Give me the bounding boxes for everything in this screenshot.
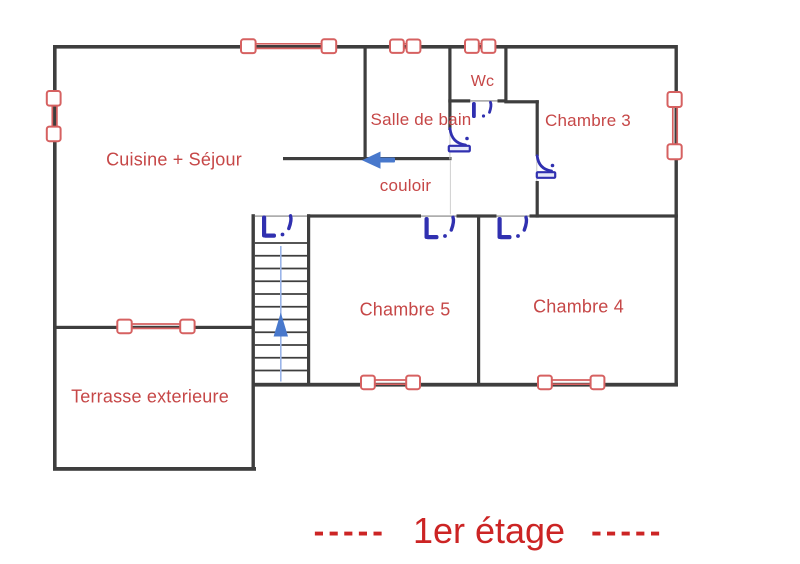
caption-dashes-right: ----- — [591, 513, 665, 549]
window-terrasse-icon — [116, 318, 196, 335]
door-chambre3-icon — [535, 154, 557, 179]
wall-cuisine-terrasse — [53, 325, 255, 329]
window-wc-top-icon — [464, 38, 497, 54]
wall-wc-bottom-right — [497, 99, 508, 103]
door-stairs-icon — [262, 214, 293, 238]
wall-corridor-b — [456, 214, 497, 218]
door-chambre4-icon — [497, 215, 529, 240]
floor-caption: ----- 1er étage ----- — [314, 513, 665, 549]
wall-chambre5-chambre4-divider — [477, 215, 481, 385]
threshold-stairs — [254, 215, 307, 217]
wall-chambers-bottom — [251, 382, 678, 387]
wall-corridor-a — [307, 214, 421, 218]
room-label-salle-de-bain: Salle de bain — [370, 109, 472, 129]
door-bain-icon — [447, 127, 471, 153]
wall-chambre3-left-upper — [535, 100, 539, 156]
door-chambre5-icon — [424, 215, 456, 240]
room-label-cuisine: Cuisine + Séjour — [106, 149, 242, 170]
room-label-chambre5: Chambre 5 — [359, 299, 451, 320]
threshold-chambre5 — [421, 215, 457, 217]
couloir-entry-arrow-icon — [362, 151, 395, 169]
wall-bain-left — [363, 45, 367, 160]
door-wc-icon — [472, 100, 493, 118]
guide-couloir-sejour — [449, 160, 451, 215]
stair-up-arrow-icon — [273, 312, 288, 337]
room-label-wc: Wc — [470, 73, 495, 90]
wall-bain-door-pier — [448, 102, 452, 130]
wall-stairs-right — [307, 214, 311, 386]
wall-bain-wc-divider — [448, 45, 452, 102]
room-label-chambre4: Chambre 4 — [533, 296, 624, 316]
caption-dashes-left: ----- — [313, 513, 387, 549]
room-label-chambre3: Chambre 3 — [545, 111, 631, 130]
threshold-chambre4 — [496, 215, 530, 217]
staircase — [254, 242, 307, 382]
wall-wc-right — [504, 45, 508, 103]
wall-stairs-left — [251, 214, 255, 471]
wall-chambre3-left-lower — [535, 181, 539, 218]
window-cuisine-left-icon — [45, 90, 62, 143]
threshold-wc — [470, 100, 498, 102]
wall-wc-chambre3-jog — [504, 100, 539, 104]
doors — [262, 100, 557, 240]
room-label-terrasse: Terrasse exterieure — [71, 386, 229, 407]
caption-title: 1er étage — [412, 510, 566, 551]
windows — [45, 38, 683, 391]
guide-chambre3-door — [536, 156, 538, 181]
window-chambre3-right-icon — [666, 91, 683, 161]
window-bain-top-icon — [389, 38, 422, 54]
wall-wc-bottom-left — [448, 99, 471, 103]
wall-terrasse-bottom — [53, 467, 256, 471]
window-chambre4-bottom-icon — [537, 374, 606, 391]
wall-corridor-c — [529, 214, 678, 218]
window-cuisine-top-icon — [240, 38, 338, 55]
window-chambre5-bottom-icon — [360, 374, 422, 391]
wall-left — [53, 45, 57, 471]
room-label-couloir: couloir — [379, 175, 432, 195]
